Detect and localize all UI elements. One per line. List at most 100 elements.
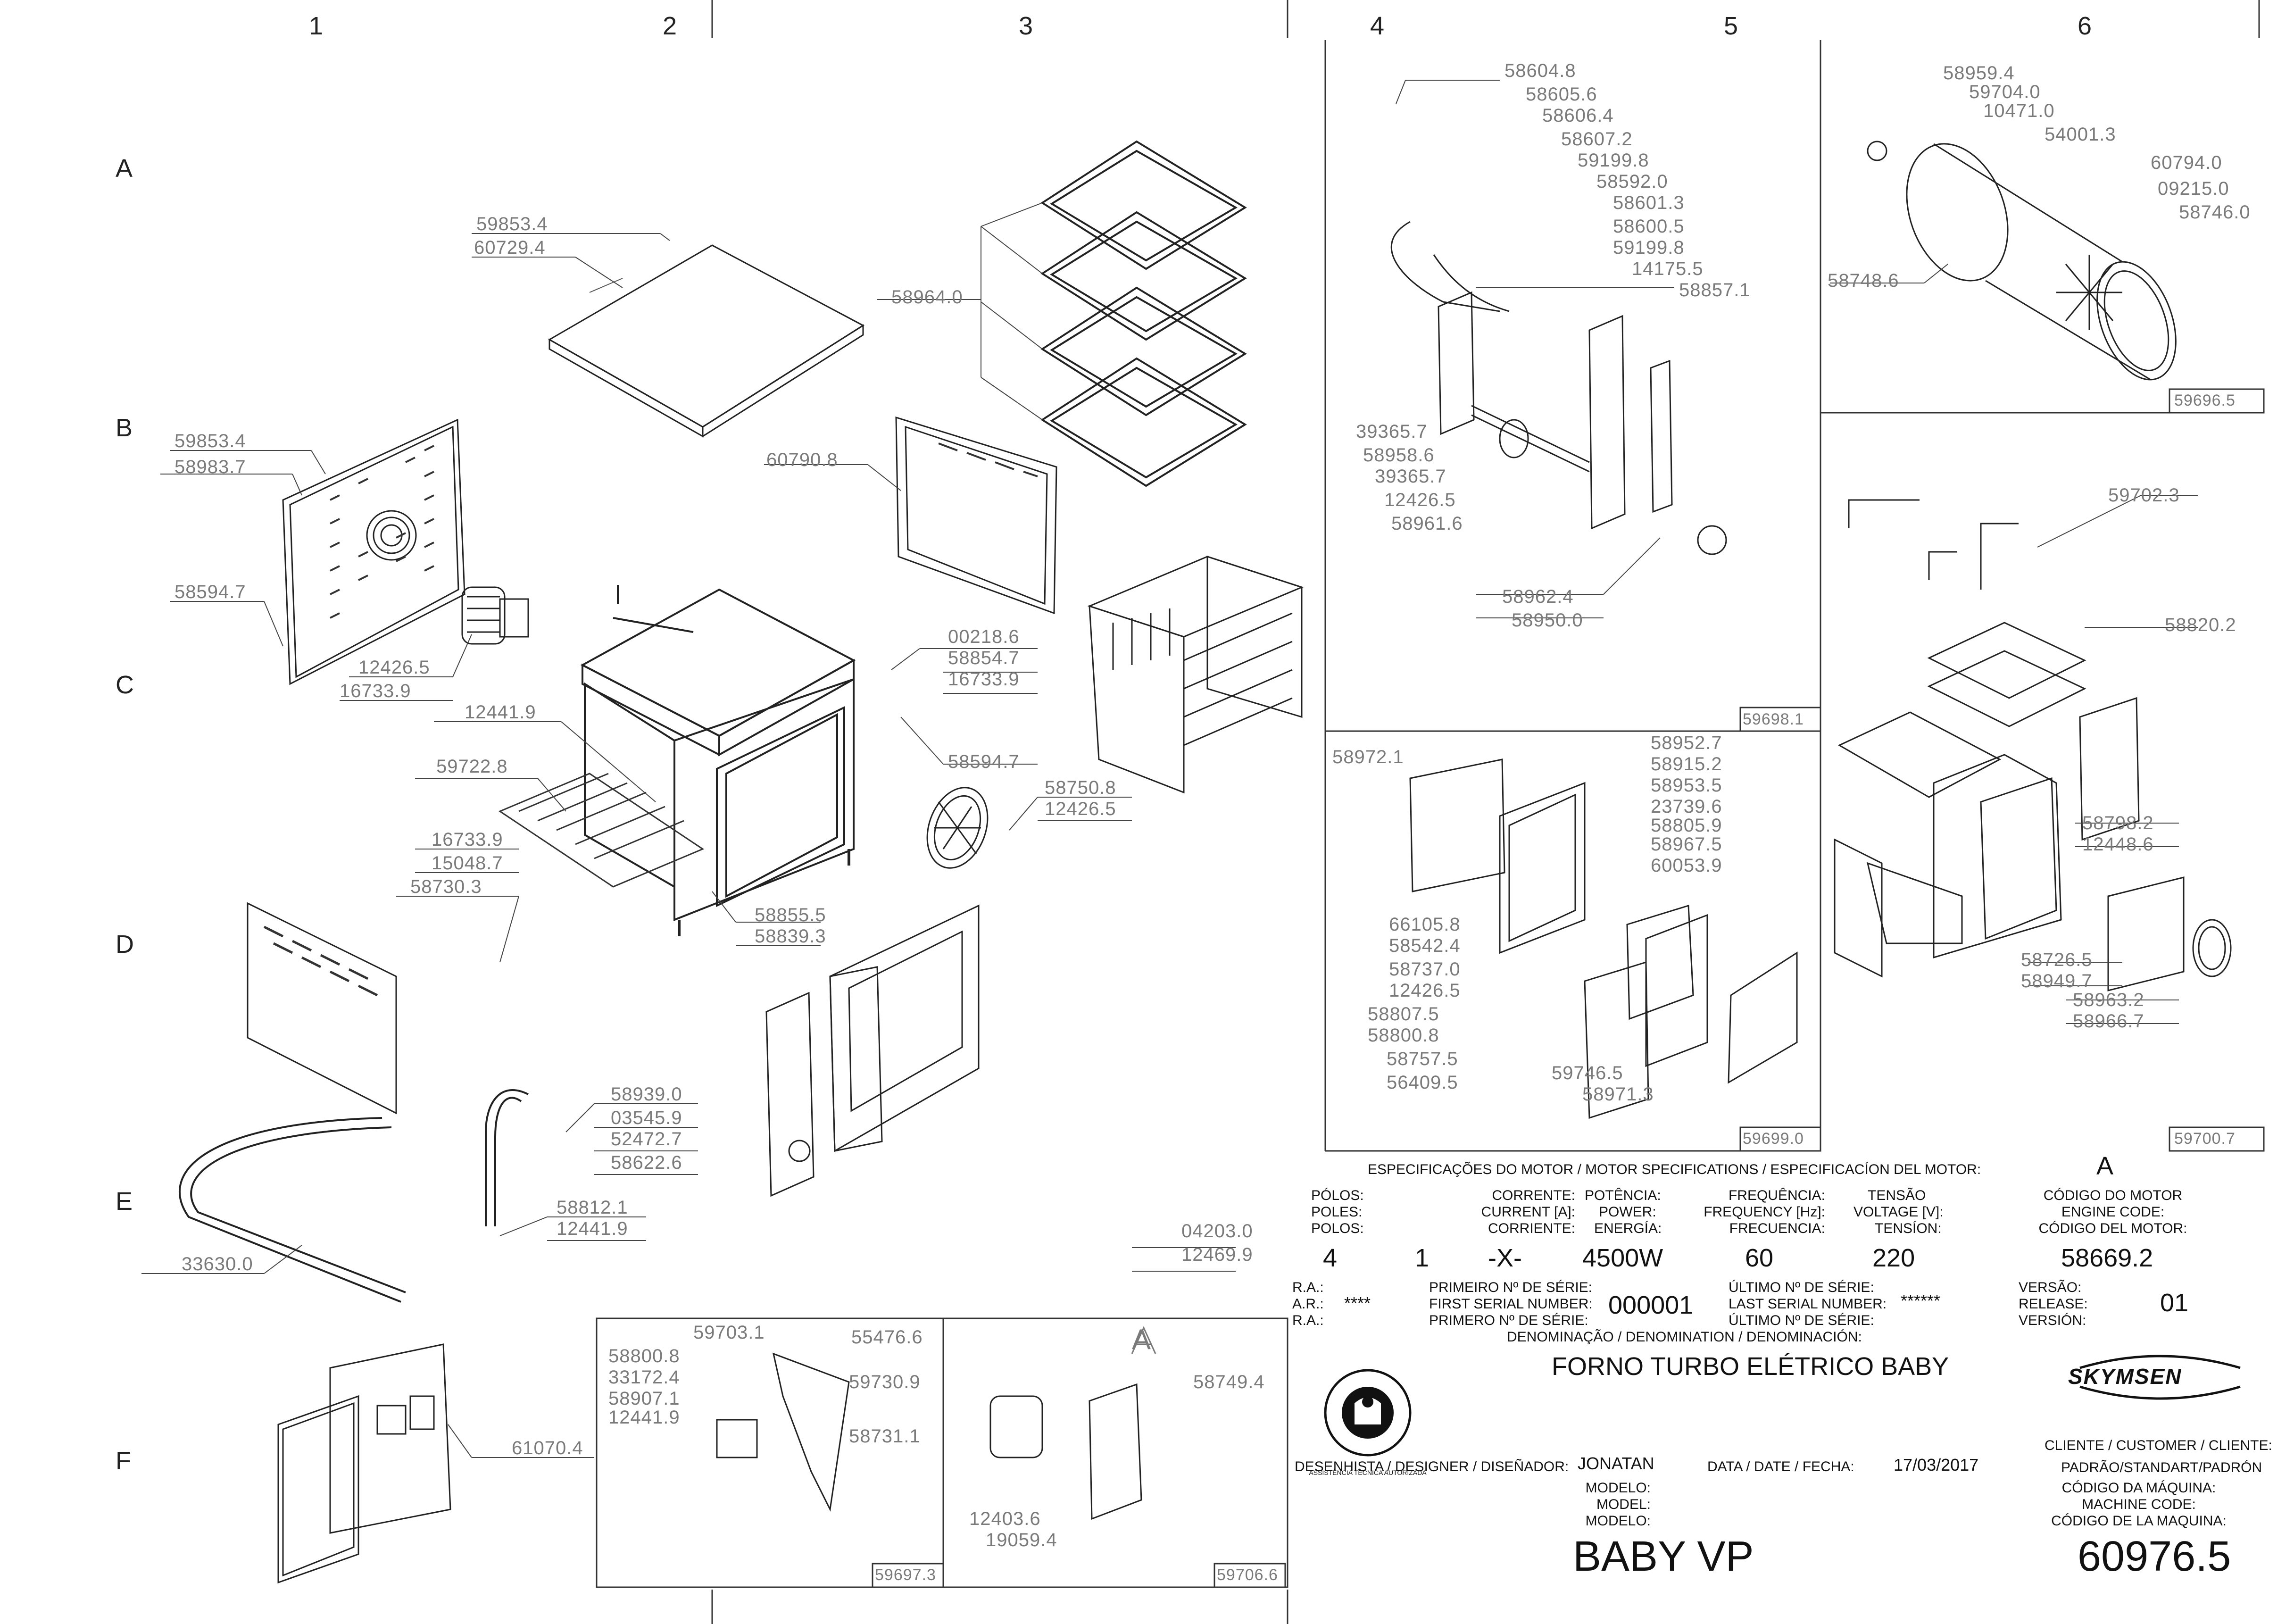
part-label: 58967.5 — [1651, 834, 1722, 855]
grid-row-e: E — [116, 1187, 133, 1216]
part-label: 58604.8 — [1504, 60, 1576, 81]
part-label: 58726.5 — [2021, 949, 2093, 970]
first-serial-label-pt: PRIMEIRO Nº DE SÉRIE: — [1429, 1280, 1593, 1295]
part-label: 23739.6 — [1651, 796, 1722, 817]
ra-label-es: R.A.: — [1292, 1313, 1324, 1328]
part-label: 39365.7 — [1375, 466, 1446, 487]
current-value-a: 1 — [1415, 1244, 1430, 1272]
part-label: 33630.0 — [182, 1254, 253, 1274]
part-label: 58800.8 — [608, 1346, 680, 1366]
part-label: 59704.0 — [1969, 82, 2041, 102]
part-label: 58605.6 — [1526, 84, 1597, 105]
part-label: 58839.3 — [755, 926, 826, 947]
part-label: 59199.8 — [1578, 150, 1649, 171]
part-label: 58820.2 — [2165, 615, 2236, 635]
part-label: 16733.9 — [340, 681, 411, 701]
first-serial-label-es: PRIMERO Nº DE SÉRIE: — [1429, 1313, 1588, 1328]
version-label-pt: VERSÃO: — [2019, 1280, 2082, 1295]
part-label: 00218.6 — [948, 626, 1020, 647]
version-label-es: VERSIÓN: — [2019, 1313, 2086, 1328]
part-label: 58907.1 — [608, 1388, 680, 1409]
motor-code-label-pt: CÓDIGO DO MOTOR — [2043, 1188, 2183, 1203]
part-label: 58622.6 — [611, 1152, 682, 1173]
part-label: 58961.6 — [1391, 513, 1463, 534]
part-label: 58757.5 — [1387, 1049, 1458, 1069]
power-value: 4500W — [1582, 1244, 1663, 1272]
poles-value: 4 — [1323, 1244, 1338, 1272]
part-label: 58952.7 — [1651, 733, 1722, 753]
part-label: 03545.9 — [611, 1108, 682, 1128]
version-value: 01 — [2160, 1289, 2189, 1317]
motor-variant: A — [2096, 1152, 2114, 1180]
part-label: 55476.6 — [851, 1327, 923, 1348]
part-label: 58731.1 — [849, 1426, 921, 1447]
part-label: 59703.1 — [693, 1322, 765, 1343]
part-label: 58857.1 — [1679, 280, 1751, 300]
part-label: 12441.9 — [608, 1407, 680, 1428]
part-label: 60794.0 — [2151, 152, 2222, 173]
part-label: 12426.5 — [1389, 980, 1461, 1001]
part-label: 59702.3 — [2108, 485, 2180, 506]
grid-row-d: D — [116, 930, 134, 958]
part-label: 59853.4 — [175, 431, 246, 451]
grid-row-c: C — [116, 671, 134, 699]
last-serial-label-en: LAST SERIAL NUMBER: — [1729, 1296, 1887, 1312]
part-label: 54001.3 — [2045, 124, 2116, 145]
part-label: 58812.1 — [557, 1197, 628, 1218]
motor-code-value: 58669.2 — [2061, 1244, 2153, 1272]
part-label: 58594.7 — [948, 751, 1020, 772]
grid-row-a: A — [116, 154, 133, 183]
voltage-label-en: VOLTAGE [V]: — [1853, 1204, 1944, 1220]
part-label: 12469.9 — [1181, 1244, 1253, 1265]
client-value: PADRÃO/STANDART/PADRÓN — [2061, 1460, 2262, 1475]
grid-col-4: 4 — [1370, 12, 1385, 40]
part-label: 58750.8 — [1045, 777, 1116, 798]
part-label: 12448.6 — [2082, 834, 2154, 855]
denomination-value: FORNO TURBO ELÉTRICO BABY — [1552, 1352, 1949, 1381]
part-label: 59697.3 — [875, 1566, 936, 1584]
last-serial-label-pt: ÚLTIMO Nº DE SÉRIE: — [1729, 1280, 1874, 1295]
part-label: 15048.7 — [432, 853, 503, 874]
model-value: BABY VP — [1573, 1533, 1754, 1580]
part-label: 58606.4 — [1542, 105, 1614, 126]
part-label: 58730.3 — [410, 876, 482, 897]
part-label: 58959.4 — [1943, 63, 2015, 83]
part-label: 58855.5 — [755, 905, 826, 925]
frequency-value: 60 — [1745, 1244, 1774, 1272]
designer-label: DESENHISTA / DESIGNER / DISEÑADOR: — [1295, 1459, 1569, 1474]
part-label: 66105.8 — [1389, 914, 1461, 935]
grid-col-6: 6 — [2078, 12, 2092, 40]
machine-code-label-pt: CÓDIGO DA MÁQUINA: — [2061, 1480, 2216, 1496]
part-label: 58915.2 — [1651, 754, 1722, 775]
brand-name: SKYMSEN — [2068, 1364, 2182, 1389]
part-label: 14175.5 — [1632, 258, 1704, 279]
part-label: 58950.0 — [1512, 610, 1583, 631]
last-serial-label-es: ÚLTIMO Nº DE SÉRIE: — [1729, 1313, 1874, 1328]
part-label: 58601.3 — [1613, 192, 1685, 213]
part-label: 58737.0 — [1389, 959, 1461, 980]
part-label: 58805.9 — [1651, 815, 1722, 836]
frequency-label-en: FREQUENCY [Hz]: — [1704, 1204, 1825, 1220]
grid-col-3: 3 — [1019, 12, 1033, 40]
part-label: 58600.5 — [1613, 216, 1685, 237]
part-label: 09215.0 — [2158, 178, 2229, 199]
poles-label-en: POLES: — [1311, 1204, 1363, 1220]
part-label: 58798.2 — [2082, 813, 2154, 833]
part-label: 04203.0 — [1181, 1221, 1253, 1241]
voltage-label-es: TENSÍON: — [1875, 1221, 1942, 1236]
client-label: CLIENTE / CUSTOMER / CLIENTE: — [2045, 1438, 2272, 1453]
power-label-en: POWER: — [1599, 1204, 1656, 1220]
machine-code-label-en: MACHINE CODE: — [2082, 1497, 2196, 1512]
part-label: 58807.5 — [1368, 1004, 1439, 1024]
part-label: 19059.4 — [986, 1530, 1057, 1550]
motor-code-label-es: CÓDIGO DEL MOTOR: — [2038, 1221, 2187, 1236]
part-label: 16733.9 — [432, 829, 503, 850]
part-label: 58594.7 — [175, 582, 246, 602]
authorized-service-seal-text: ASSISTÊNCIA TÉCNICA AUTORIZADA — [1309, 1469, 1427, 1476]
current-value-b: -X- — [1488, 1244, 1522, 1272]
part-label: 58983.7 — [175, 457, 246, 477]
model-label-en: MODEL: — [1596, 1497, 1651, 1512]
part-label: 58854.7 — [948, 648, 1020, 668]
part-label: 59700.7 — [2174, 1130, 2236, 1148]
part-label: 59722.8 — [436, 756, 508, 777]
